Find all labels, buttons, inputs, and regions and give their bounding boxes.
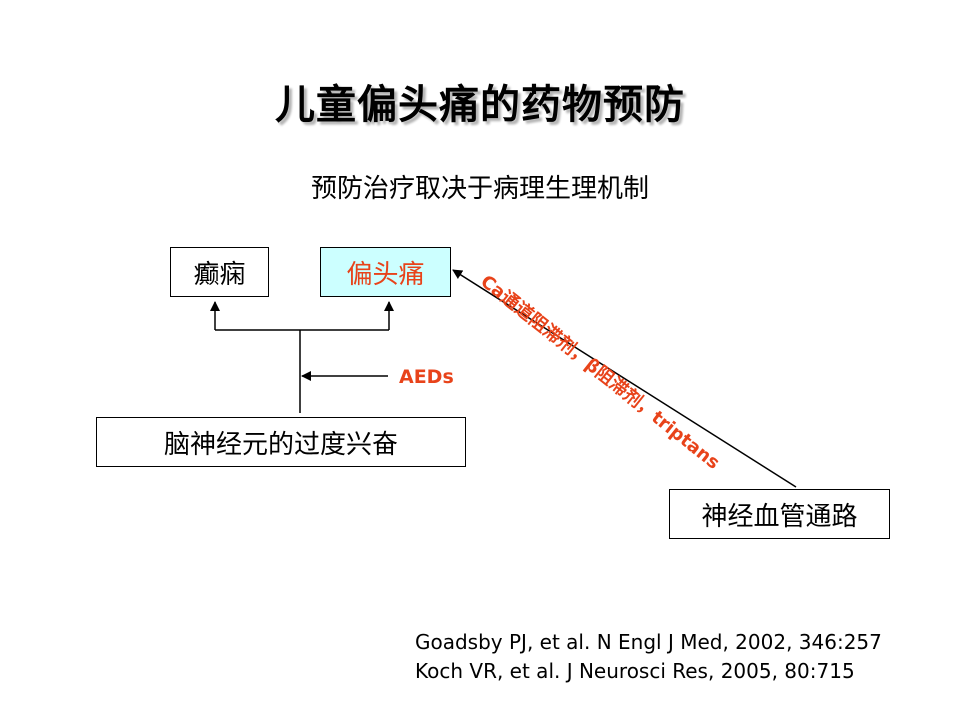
node-epilepsy: 癫痫 <box>170 247 269 297</box>
reference-2: Koch VR, et al. J Neurosci Res, 2005, 80… <box>415 659 855 683</box>
reference-1: Goadsby PJ, et al. N Engl J Med, 2002, 3… <box>415 630 882 654</box>
slide-title: 儿童偏头痛的药物预防 <box>275 82 685 128</box>
node-migraine: 偏头痛 <box>320 247 451 297</box>
node-neuron-hyperexcitability: 脑神经元的过度兴奋 <box>96 417 466 467</box>
arrow-neurovascular-to-migraine <box>452 269 797 488</box>
aeds-label: AEDs <box>399 366 454 388</box>
slide-subtitle: 预防治疗取决于病理生理机制 <box>310 174 649 204</box>
node-neurovascular-pathway: 神经血管通路 <box>669 489 890 539</box>
references: Goadsby PJ, et al. N Engl J Med, 2002, 3… <box>415 628 882 686</box>
